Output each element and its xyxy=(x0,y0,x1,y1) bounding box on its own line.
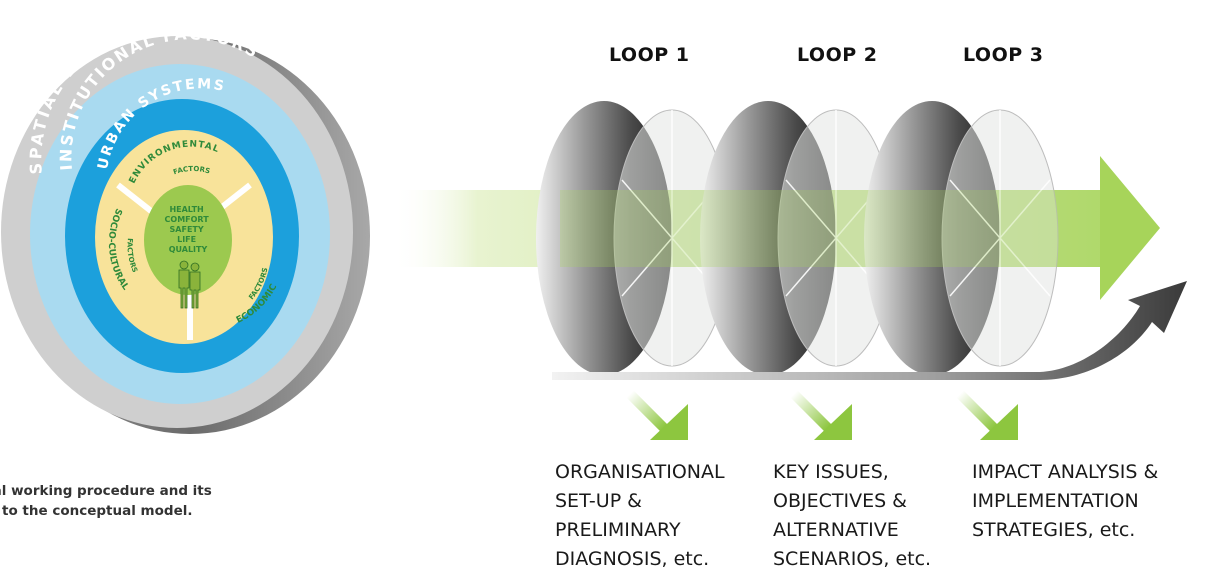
center-text: HEALTH COMFORT SAFETY LIFE QUALITY xyxy=(165,205,212,254)
figure-caption: ical working procedure and its to the co… xyxy=(0,481,330,521)
loop-1-ring xyxy=(536,101,731,375)
center-disc xyxy=(144,185,232,295)
conceptual-model-disk: SPATIAL DIMENSIONS INSTITUTIONAL FACTORS… xyxy=(1,12,370,434)
loop-3-description: IMPACT ANALYSIS & IMPLEMENTATION STRATEG… xyxy=(972,461,1159,541)
loop-3-title: LOOP 3 xyxy=(963,44,1044,66)
loop-3-ring xyxy=(864,101,1059,375)
loop-3-output-arrow xyxy=(956,390,1018,440)
loop-2-output-arrow xyxy=(790,390,852,440)
loop-1-description: ORGANISATIONAL SET-UP & PRELIMINARY DIAG… xyxy=(555,461,725,570)
loop-2-ring xyxy=(700,101,895,375)
people-icon xyxy=(178,260,201,309)
environmental-factors-label: FACTORS xyxy=(172,165,211,176)
arrow-highlight xyxy=(560,190,1100,267)
loop-1-output-arrow xyxy=(626,390,688,440)
caption-line-1: ical working procedure and its xyxy=(0,483,212,499)
loop-1-title: LOOP 1 xyxy=(609,44,690,66)
caption-line-2: to the conceptual model. xyxy=(2,503,193,519)
loop-2-title: LOOP 2 xyxy=(797,44,878,66)
loop-2-description: KEY ISSUES, OBJECTIVES & ALTERNATIVE SCE… xyxy=(773,461,932,570)
